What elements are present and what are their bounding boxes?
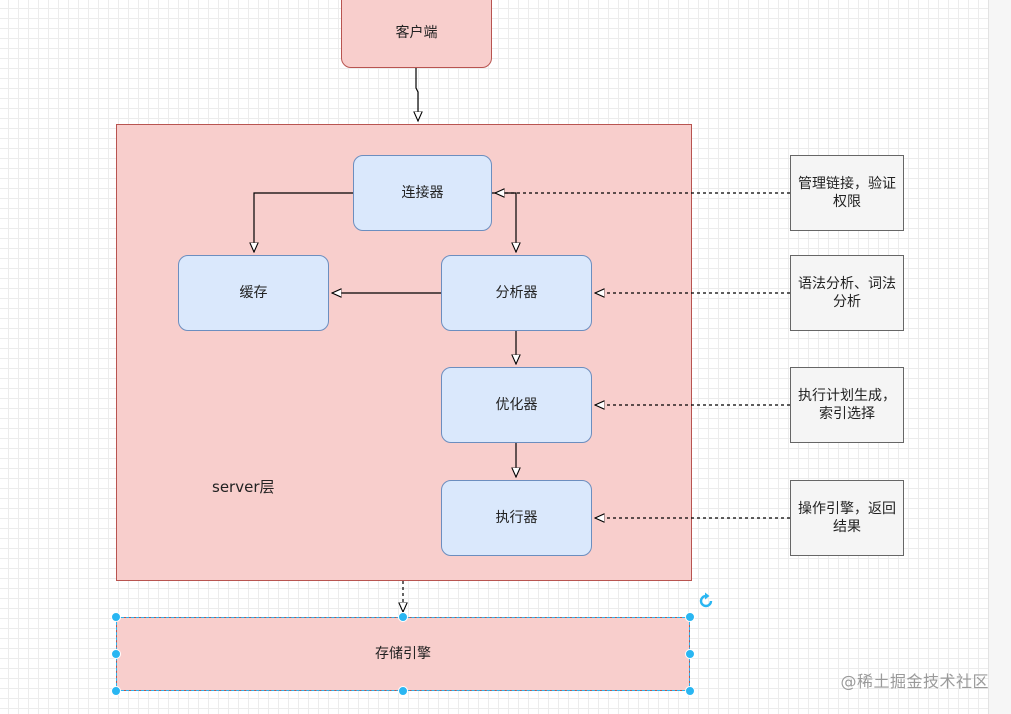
resize-handle-left[interactable] (111, 649, 121, 659)
server-layer-label: server层 (212, 478, 275, 496)
client-node[interactable]: 客户端 (341, 0, 492, 68)
resize-handle-bottom-left[interactable] (111, 686, 121, 696)
optimizer-note[interactable]: 执行计划生成，索引选择 (790, 367, 904, 443)
cache-node[interactable]: 缓存 (178, 255, 329, 331)
resize-handle-bottom[interactable] (398, 686, 408, 696)
resize-handle-top[interactable] (398, 612, 408, 622)
optimizer-node[interactable]: 优化器 (441, 367, 592, 443)
resize-handle-bottom-right[interactable] (685, 686, 695, 696)
executor-node[interactable]: 执行器 (441, 480, 592, 556)
resize-handle-top-right[interactable] (685, 612, 695, 622)
connector-to-analyzer-arrow (492, 192, 516, 252)
connector-node[interactable]: 连接器 (353, 155, 492, 231)
connector-note[interactable]: 管理链接，验证权限 (790, 155, 904, 231)
rotate-icon[interactable] (697, 592, 715, 610)
connector-to-cache-arrow (254, 192, 353, 252)
resize-handle-right[interactable] (685, 649, 695, 659)
watermark: @稀土掘金技术社区 (840, 672, 989, 691)
analyzer-note[interactable]: 语法分析、词法分析 (790, 255, 904, 331)
analyzer-node[interactable]: 分析器 (441, 255, 592, 331)
vertical-scrollbar[interactable] (988, 0, 1011, 714)
resize-handle-top-left[interactable] (111, 612, 121, 622)
executor-note[interactable]: 操作引擎，返回结果 (790, 480, 904, 556)
client-to-server-arrow (416, 68, 418, 121)
